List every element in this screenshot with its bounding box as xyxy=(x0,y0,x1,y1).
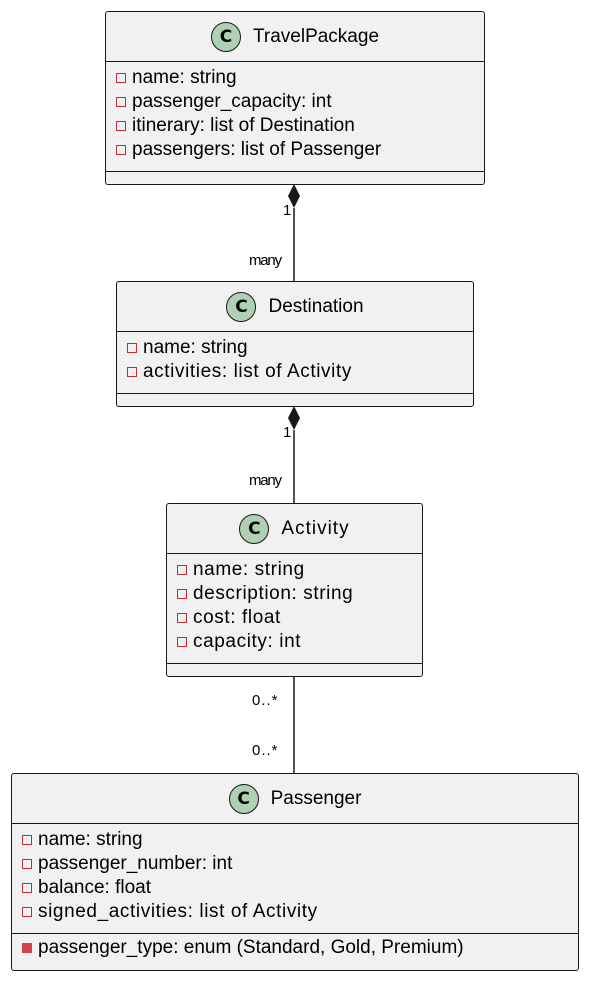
attribute: name: string xyxy=(12,828,578,852)
attribute-text: passengers: list of Passenger xyxy=(132,139,382,160)
class-header: C Passenger xyxy=(12,774,578,824)
class-travelpackage[interactable]: C TravelPackage name: string passenger_c… xyxy=(105,11,485,185)
class-c-icon: C xyxy=(228,783,259,814)
class-c-icon: C xyxy=(239,513,270,544)
attribute: passengers: list of Passenger xyxy=(106,138,484,162)
class-name: Destination xyxy=(268,295,364,317)
class-header: C TravelPackage xyxy=(106,12,484,62)
private-visibility-icon xyxy=(116,73,126,83)
attribute: activities: list of Activity xyxy=(117,360,473,384)
attribute-text: balance: float xyxy=(38,877,152,898)
attribute-text: passenger_number: int xyxy=(38,853,233,874)
private-visibility-icon xyxy=(22,907,32,917)
attribute-text: itinerary: list of Destination xyxy=(132,115,355,136)
multiplicity-destination-target: many xyxy=(249,252,282,269)
private-visibility-icon xyxy=(177,589,187,599)
class-name: TravelPackage xyxy=(252,25,380,47)
multiplicity-activity-source: 0..* xyxy=(252,692,279,709)
attribute: itinerary: list of Destination xyxy=(106,114,484,138)
private-visibility-icon xyxy=(127,367,137,377)
class-header: C Activity xyxy=(167,504,422,554)
private-visibility-icon xyxy=(22,835,32,845)
private-visibility-icon xyxy=(116,97,126,107)
attribute: balance: float xyxy=(12,876,578,900)
class-c-icon: C xyxy=(226,291,257,322)
composition-diamond-travelpackage xyxy=(288,184,300,208)
private-visibility-icon xyxy=(22,859,32,869)
attribute-list: name: string passenger_number: int balan… xyxy=(12,824,578,934)
attribute-text: activities: list of Activity xyxy=(143,361,352,382)
private-method-icon xyxy=(22,943,32,953)
private-visibility-icon xyxy=(177,637,187,647)
attribute: description: string xyxy=(167,582,422,606)
method-list: passenger_type: enum (Standard, Gold, Pr… xyxy=(12,934,578,960)
attribute-list: name: string description: string cost: f… xyxy=(167,554,422,664)
private-visibility-icon xyxy=(127,343,137,353)
attribute-text: name: string xyxy=(143,337,248,358)
attribute-list: name: string passenger_capacity: int iti… xyxy=(106,62,484,172)
class-activity[interactable]: C Activity name: string description: str… xyxy=(166,503,423,677)
multiplicity-destination-source: 1 xyxy=(283,424,292,441)
attribute-text: cost: float xyxy=(193,607,281,628)
attribute: name: string xyxy=(106,66,484,90)
attribute: passenger_capacity: int xyxy=(106,90,484,114)
multiplicity-activity-target: many xyxy=(249,472,282,489)
attribute-text: description: string xyxy=(193,583,354,604)
class-c-icon: C xyxy=(210,21,241,52)
private-visibility-icon xyxy=(116,145,126,155)
composition-diamond-destination xyxy=(288,406,300,430)
multiplicity-travelpackage-source: 1 xyxy=(283,202,292,219)
class-destination[interactable]: C Destination name: string activities: l… xyxy=(116,281,474,407)
class-name: Activity xyxy=(281,517,350,539)
method-list xyxy=(106,172,484,182)
attribute: passenger_number: int xyxy=(12,852,578,876)
attribute-text: name: string xyxy=(193,559,305,580)
attribute-list: name: string activities: list of Activit… xyxy=(117,332,473,394)
attribute-text: signed_activities: list of Activity xyxy=(38,901,318,922)
method-list xyxy=(167,664,422,674)
class-header: C Destination xyxy=(117,282,473,332)
attribute-text: capacity: int xyxy=(193,631,302,652)
attribute-text: passenger_capacity: int xyxy=(132,91,332,112)
method-text: passenger_type: enum (Standard, Gold, Pr… xyxy=(38,937,464,958)
method-list xyxy=(117,394,473,404)
attribute: signed_activities: list of Activity xyxy=(12,900,578,924)
private-visibility-icon xyxy=(177,613,187,623)
attribute: cost: float xyxy=(167,606,422,630)
attribute-text: name: string xyxy=(132,67,237,88)
attribute-text: name: string xyxy=(38,829,143,850)
private-visibility-icon xyxy=(116,121,126,131)
method: passenger_type: enum (Standard, Gold, Pr… xyxy=(12,936,578,960)
multiplicity-passenger-target: 0..* xyxy=(252,742,279,759)
class-name: Passenger xyxy=(270,787,362,809)
attribute: name: string xyxy=(117,336,473,360)
private-visibility-icon xyxy=(22,883,32,893)
private-visibility-icon xyxy=(177,565,187,575)
attribute: name: string xyxy=(167,558,422,582)
attribute: capacity: int xyxy=(167,630,422,654)
class-passenger[interactable]: C Passenger name: string passenger_numbe… xyxy=(11,773,579,971)
